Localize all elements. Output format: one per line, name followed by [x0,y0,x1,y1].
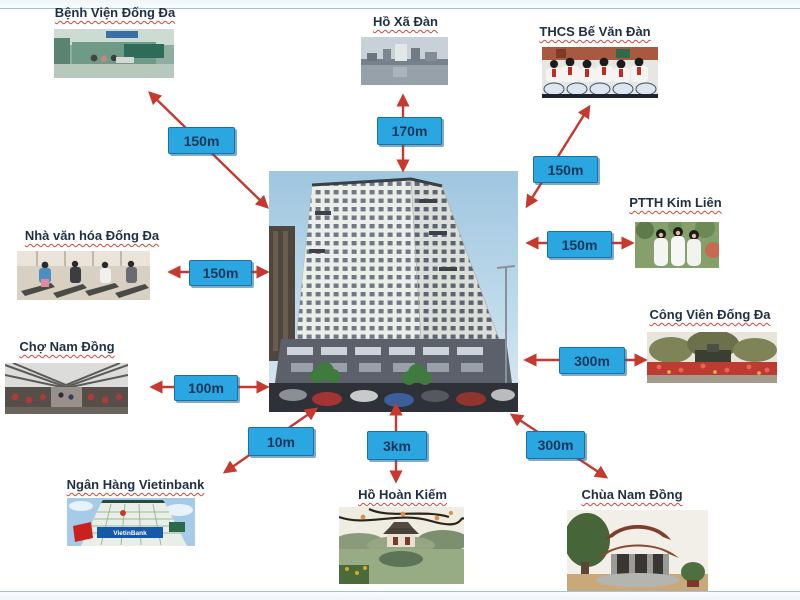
distance-badge-vietinbank: 10m [248,427,314,456]
high-rise-apartment-illustration [269,171,518,412]
distance-badge-benh-vien: 150m [168,127,235,154]
distance-badge-ptth: 150m [547,231,612,258]
park-red-flowers-illustration [647,332,777,383]
distance-badge-cong-vien: 300m [559,347,625,374]
ho-xa-dan-photo [361,37,448,85]
distance-badge-hoan-kiem: 3km [367,431,427,460]
students-drums-illustration [542,47,658,98]
turtle-tower-lake-illustration [339,507,464,584]
lake-skyline-illustration [361,37,448,85]
center-building-photo [269,171,518,412]
ho-hoan-kiem-photo [339,507,464,584]
slide-top-border [0,0,800,9]
label-ptth-kim-lien: PTTH Kim Liên [629,195,722,210]
distance-badge-nha-van-hoa: 150m [189,260,252,286]
hospital-corridor-illustration [54,29,174,78]
label-benh-vien-dong-da: Bệnh Viện Đống Đa [54,5,176,20]
distance-badge-thcs: 150m [533,156,598,183]
label-cong-vien-dong-da: Công Viên Đống Đa [649,307,771,322]
label-nha-van-hoa-dong-da: Nhà văn hóa Đống Đa [24,228,160,243]
label-ho-xa-dan: Hồ Xã Đàn [372,14,438,29]
benh-vien-dong-da-photo [54,29,174,78]
label-thcs-be-van-dan: THCS Bế Văn Đàn [539,24,651,39]
nha-van-hoa-dong-da-photo [17,251,150,300]
ngan-hang-vietinbank-photo: VietinBank [67,498,195,546]
chua-nam-dong-photo [567,510,708,591]
cong-vien-dong-da-photo [647,332,777,383]
schoolgirls-ao-dai-illustration [635,222,719,268]
thcs-be-van-dan-photo [542,47,658,98]
distance-badge-cho: 100m [174,375,238,401]
label-ngan-hang-vietinbank: Ngân Hàng Vietinbank [66,477,205,492]
cho-nam-dong-photo [5,363,128,414]
label-ho-hoan-kiem: Hồ Hoàn Kiếm [358,487,447,502]
slide-bottom-border [0,591,800,600]
label-chua-nam-dong: Chùa Nam Đồng [581,487,683,502]
market-hall-illustration [5,363,128,414]
ptth-kim-lien-photo [635,222,719,268]
distance-badge-chua: 300m [526,431,585,459]
bank-building-illustration: VietinBank [67,498,195,546]
bank-sign-text: VietinBank [113,530,147,537]
label-cho-nam-dong: Chợ Nam Đồng [19,339,115,354]
gym-treadmills-illustration [17,251,150,300]
distance-badge-ho-xa-dan: 170m [377,117,442,145]
pagoda-illustration [567,510,708,591]
